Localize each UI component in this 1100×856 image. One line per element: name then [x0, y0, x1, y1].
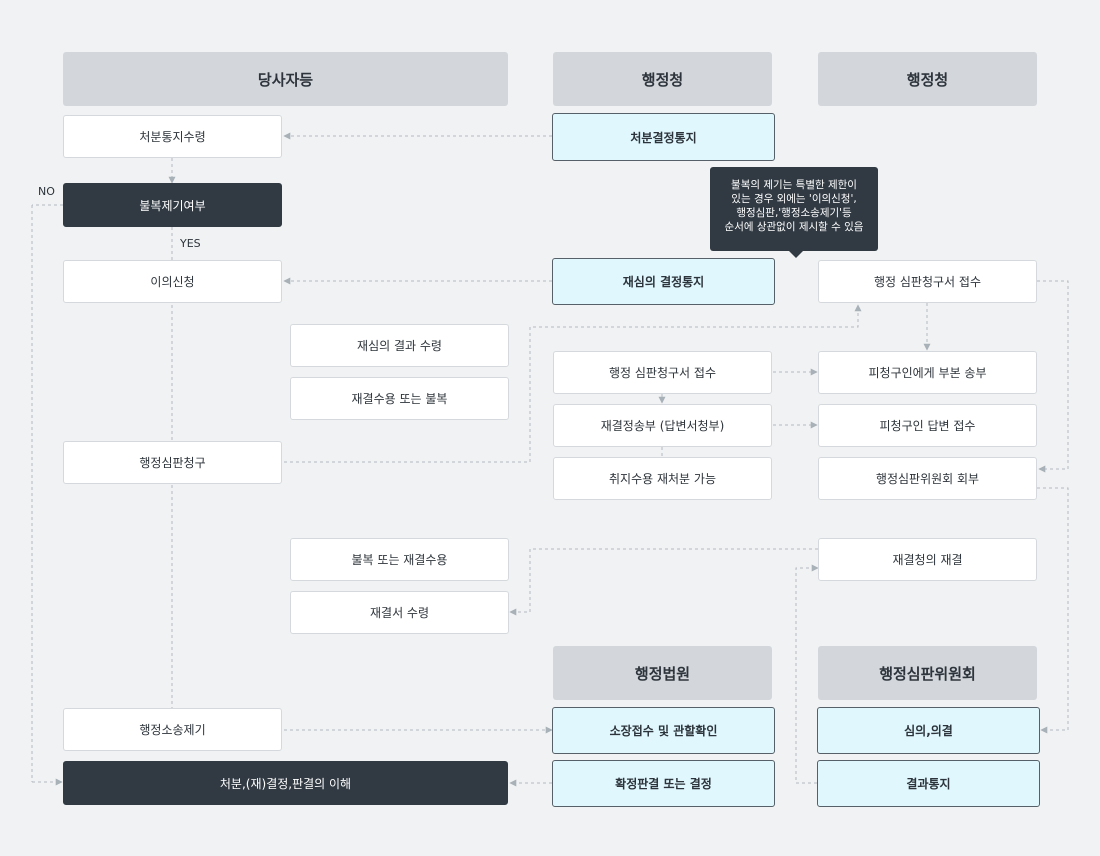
node-final-judgment: 확정판결 또는 결정 — [552, 760, 775, 807]
header-admin-agency-2: 행정청 — [818, 52, 1037, 106]
node-refer-to-committee: 행정심판위원회 회부 — [818, 457, 1037, 500]
node-ruling-by-agency: 재결청의 재결 — [818, 538, 1037, 581]
tooltip-line-1: 불복의 제기는 특별한 제한이 — [731, 179, 857, 191]
tooltip-note: 불복의 제기는 특별한 제한이 있는 경우 외에는 '이의신청', 행정심판,'… — [710, 167, 878, 258]
node-review-decision-notice: 재심의 결정통지 — [552, 258, 775, 305]
header-admin-court: 행정법원 — [553, 646, 772, 700]
node-receive-ruling: 재결서 수령 — [290, 591, 509, 634]
tooltip-line-2: 있는 경우 외에는 '이의신청', — [731, 193, 857, 205]
node-understand-result: 처분,(재)결정,판결의 이해 — [63, 761, 508, 805]
tooltip-line-4: 순서에 상관없이 제시할 수 있음 — [724, 221, 864, 233]
label-yes: YES — [180, 237, 201, 250]
node-accept-complaint: 소장접수 및 관할확인 — [552, 707, 775, 754]
node-file-admin-appeal: 행정심판청구 — [63, 441, 282, 484]
node-receive-answer: 피청구인 답변 접수 — [818, 404, 1037, 447]
tooltip-tail — [789, 251, 803, 258]
header-admin-agency: 행정청 — [553, 52, 772, 106]
node-file-lawsuit: 행정소송제기 — [63, 708, 282, 751]
header-admin-appeals-committee: 행정심판위원회 — [818, 646, 1037, 700]
node-cancel-or-redo: 취지수용 재처분 가능 — [553, 457, 772, 500]
node-agency-receive-petition: 행정 심판청구서 접수 — [553, 351, 772, 394]
label-no: NO — [38, 185, 55, 198]
node-send-to-respondent: 피청구인에게 부본 송부 — [818, 351, 1037, 394]
node-appeal-or-accept: 불복 또는 재결수용 — [290, 538, 509, 581]
node-send-ruling: 재결정송부 (답변서청부) — [553, 404, 772, 447]
tooltip-line-3: 행정심판,'행정소송제기'등 — [736, 207, 852, 219]
node-notify-result: 결과통지 — [817, 760, 1040, 807]
header-parties: 당사자등 — [63, 52, 508, 106]
node-appeal-decision: 불복제기여부 — [63, 183, 282, 227]
node-receive-notice: 처분통지수령 — [63, 115, 282, 158]
node-objection: 이의신청 — [63, 260, 282, 303]
node-deliberation: 심의,의결 — [817, 707, 1040, 754]
node-receive-review-result: 재심의 결과 수령 — [290, 324, 509, 367]
node-notice-of-decision: 처분결정통지 — [552, 113, 775, 161]
node-accept-or-appeal: 재결수용 또는 불복 — [290, 377, 509, 420]
node-agency2-receive-petition: 행정 심판청구서 접수 — [818, 260, 1037, 303]
